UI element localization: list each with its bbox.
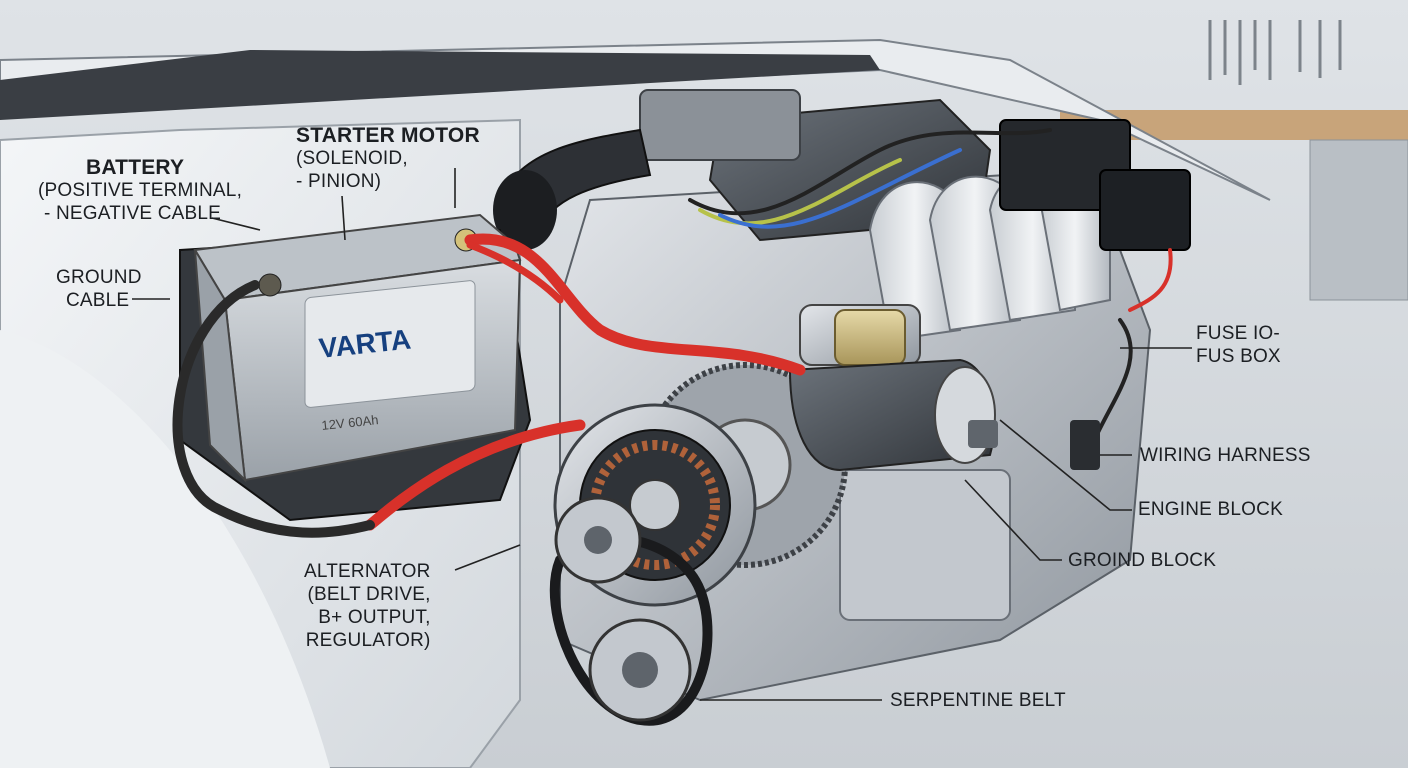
battery-rating: 12V 60Ah — [321, 412, 379, 433]
label-wiring-harness: WIRING HARNESS — [1140, 444, 1311, 467]
oil-pan — [839, 469, 1011, 621]
relay-box — [1099, 169, 1191, 251]
label-groundblock-line1: GROIND BLOCK — [1068, 550, 1217, 571]
label-battery-title: BATTERY — [86, 156, 185, 179]
label-battery-line2: (POSITIVE TERMINAL, — [38, 180, 243, 201]
label-fuse-line2: FUS BOX — [1196, 346, 1281, 367]
wall-tools — [1208, 20, 1342, 85]
callout-leader-lines — [132, 168, 1192, 701]
harness-connector — [1070, 420, 1100, 470]
label-starter-motor: STARTER MOTOR (SOLENOID, - PINION) — [296, 124, 480, 193]
label-wiring-line1: WIRING HARNESS — [1140, 445, 1311, 466]
label-belt-line1: SERPENTINE BELT — [890, 690, 1066, 711]
label-ground-block: GROIND BLOCK — [1068, 549, 1216, 572]
tool-cabinet — [1309, 139, 1408, 301]
label-alternator-title: ALTERNATOR — [304, 561, 431, 582]
label-fuse-box: FUSE IO- FUS BOX — [1196, 322, 1281, 368]
label-serpentine-belt: SERPENTINE BELT — [890, 689, 1066, 712]
starter-motor-shape — [788, 304, 998, 472]
label-engine-block: ENGINE BLOCK — [1138, 498, 1283, 521]
label-battery: BATTERY (POSITIVE TERMINAL, - NEGATIVE C… — [38, 156, 242, 225]
label-fuse-line1: FUSE IO- — [1196, 323, 1280, 344]
intake-opening — [493, 170, 557, 250]
serpentine-belt-shape — [549, 496, 713, 726]
wiring-harness-wires — [688, 128, 1173, 452]
fender-highlight — [0, 330, 330, 768]
label-alternator: ALTERNATOR (BELT DRIVE, B+ OUTPUT, REGUL… — [304, 560, 431, 652]
label-alternator-line2: (BELT DRIVE, — [307, 584, 431, 605]
battery-cables — [172, 233, 806, 538]
label-starter-line2: (SOLENOID, — [296, 148, 408, 169]
label-starter-title: STARTER MOTOR — [296, 124, 480, 147]
windshield-cowl — [0, 50, 880, 120]
label-ground-line2: CABLE — [66, 290, 130, 311]
intake-manifold — [868, 164, 1111, 342]
label-alternator-line3: B+ OUTPUT, — [318, 607, 431, 628]
throttle-body — [639, 89, 801, 161]
label-engine-line1: ENGINE BLOCK — [1138, 499, 1283, 520]
label-starter-line3: - PINION) — [296, 171, 382, 192]
label-ground-cable: GROUND CABLE — [56, 266, 142, 312]
battery-shape — [193, 213, 522, 483]
label-alternator-line4: REGULATOR) — [305, 630, 431, 651]
label-battery-line3: - NEGATIVE CABLE — [44, 203, 222, 224]
fuse-box-shape — [999, 119, 1131, 211]
label-ground-line1: GROUND — [56, 267, 142, 288]
